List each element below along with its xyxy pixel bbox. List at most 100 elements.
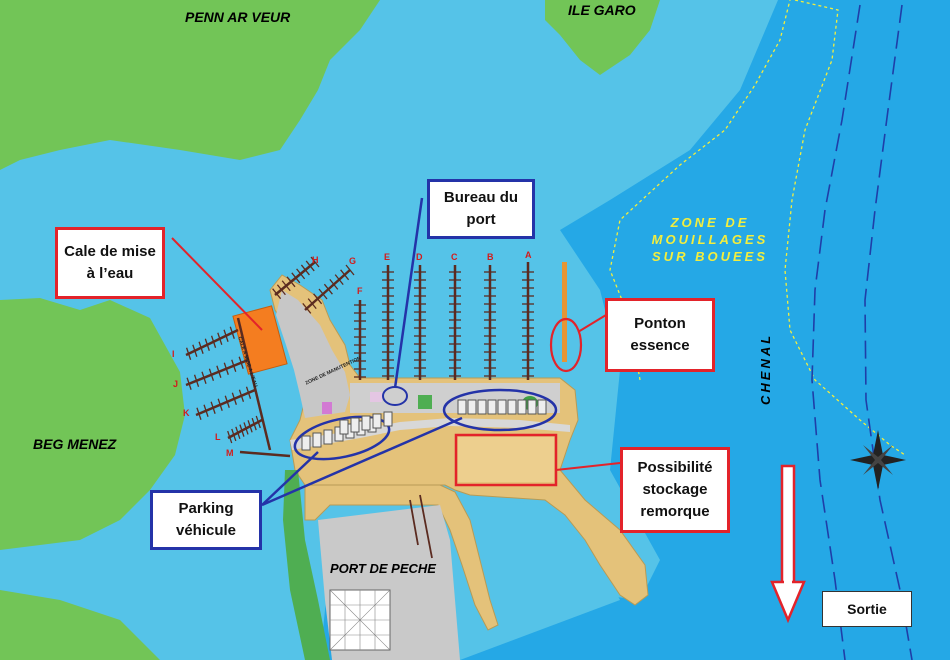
line-parking-a <box>261 451 319 506</box>
land-penn-ar-veur <box>0 0 380 170</box>
pontoon-label-m: M <box>226 448 234 458</box>
parking-stall <box>497 399 507 415</box>
parking-stall <box>507 399 517 415</box>
callout-ponton: Ponton essence <box>605 298 715 372</box>
land-beg-menez <box>0 298 185 550</box>
pontoon-finger <box>186 377 192 390</box>
green-patch-2 <box>418 395 432 409</box>
pontoon-finger <box>208 368 215 381</box>
pontoon-finger <box>305 260 315 272</box>
pontoon-label-i: I <box>172 349 175 359</box>
pontoon-finger <box>291 272 301 284</box>
parking-stall <box>372 413 382 429</box>
parking-stall <box>487 399 497 415</box>
place-ile-garo: ILE GARO <box>568 2 636 18</box>
pontoon-finger <box>224 395 230 408</box>
pontoon-finger <box>235 426 241 439</box>
pontoon-label-d: D <box>416 252 423 262</box>
pontoon-finger <box>203 404 209 417</box>
pontoon-label-j: J <box>173 379 179 389</box>
pontoon-finger <box>272 288 282 300</box>
fish-port-pontoons <box>409 494 433 559</box>
parking-stall <box>339 419 349 435</box>
pontoon-m <box>239 450 291 458</box>
pontoon-finger <box>231 392 237 405</box>
place-beg-menez: BEG MENEZ <box>33 436 117 452</box>
exit-arrow-icon <box>770 464 806 624</box>
line-ponton <box>577 314 607 333</box>
pontoon-finger <box>227 430 233 444</box>
pontoon-finger <box>313 293 323 305</box>
parking-stall <box>537 399 547 415</box>
pontoon-finger <box>310 256 320 268</box>
pontoon-finger <box>286 276 296 288</box>
parking-stall <box>467 399 477 415</box>
pontoon-label-g: G <box>349 256 357 266</box>
parking-ellipse-right <box>442 388 558 432</box>
callout-cale: Cale de mise à l’eau <box>55 227 165 299</box>
pontoon-finger <box>276 284 286 296</box>
storage-rect <box>454 433 558 487</box>
fuel-ellipse <box>549 317 583 373</box>
callout-parking: Parking véhicule <box>150 490 262 550</box>
pontoon-finger <box>217 398 223 411</box>
pontoon-west-spine <box>236 317 272 451</box>
parking-stall <box>457 399 467 415</box>
pontoon-finger <box>217 332 223 345</box>
callout-sortie: Sortie <box>822 591 912 627</box>
pontoon-finger <box>247 420 253 433</box>
parking-stall <box>477 399 487 415</box>
parking-stall <box>350 417 360 433</box>
pontoon-label-c: C <box>451 252 458 262</box>
fish-pontoon-2 <box>409 499 419 546</box>
pontoon-finger <box>193 374 200 387</box>
parking-stall <box>517 399 527 415</box>
line-parking-b <box>261 416 463 507</box>
pontoon-finger <box>302 302 312 314</box>
pontoon-finger <box>281 280 291 292</box>
line-bureau <box>393 197 424 389</box>
green-strip <box>283 470 330 660</box>
parking-stall <box>323 429 333 445</box>
fuel-pontoon <box>562 262 567 362</box>
line-stockage <box>555 462 621 471</box>
pontoon-finger <box>210 335 217 348</box>
callout-stockage: Possibilité stockage remorque <box>620 447 730 533</box>
parking-stall <box>527 399 537 415</box>
pontoon-label-e: E <box>384 252 391 262</box>
parking-stalls <box>301 399 547 451</box>
pontoon-finger <box>245 386 252 399</box>
pontoon-finger <box>185 347 192 360</box>
parking-stall <box>301 435 311 451</box>
pontoon-finger <box>201 371 207 384</box>
channel-line-right <box>864 4 913 660</box>
parking-ellipse-left <box>293 415 391 461</box>
channel-label: CHENAL <box>758 332 773 405</box>
land-bottom-left <box>0 590 160 660</box>
parking-stall <box>312 432 322 448</box>
fish-port-grid <box>329 589 391 651</box>
pontoon-finger <box>238 356 244 369</box>
callout-bureau: Bureau du port <box>427 179 535 239</box>
pontoon-finger <box>255 415 261 429</box>
pontoon-finger <box>223 362 229 375</box>
parking-stall <box>361 415 371 431</box>
pink-building <box>322 402 332 414</box>
compass-rose-icon <box>850 430 906 490</box>
anchorage-zone-label: ZONE DE MOUILLAGES SUR BOUEES <box>651 215 769 264</box>
pontoon-label-l: L <box>215 432 221 442</box>
road <box>290 418 570 450</box>
pontoon-fingers-west <box>185 326 261 444</box>
pontoon-finger <box>307 298 317 310</box>
pontoon-finger <box>318 288 328 300</box>
pontoon-finger <box>243 422 249 435</box>
pontoon-label-b: B <box>487 252 494 262</box>
parking-stall <box>383 411 393 427</box>
pontoon-label-a: A <box>525 250 532 260</box>
pontoon-finger <box>231 359 237 372</box>
pontoon-finger <box>334 274 344 286</box>
pontoon-label-k: K <box>183 408 190 418</box>
pontoon-finger <box>329 278 339 290</box>
pontoon-finger <box>204 338 210 351</box>
